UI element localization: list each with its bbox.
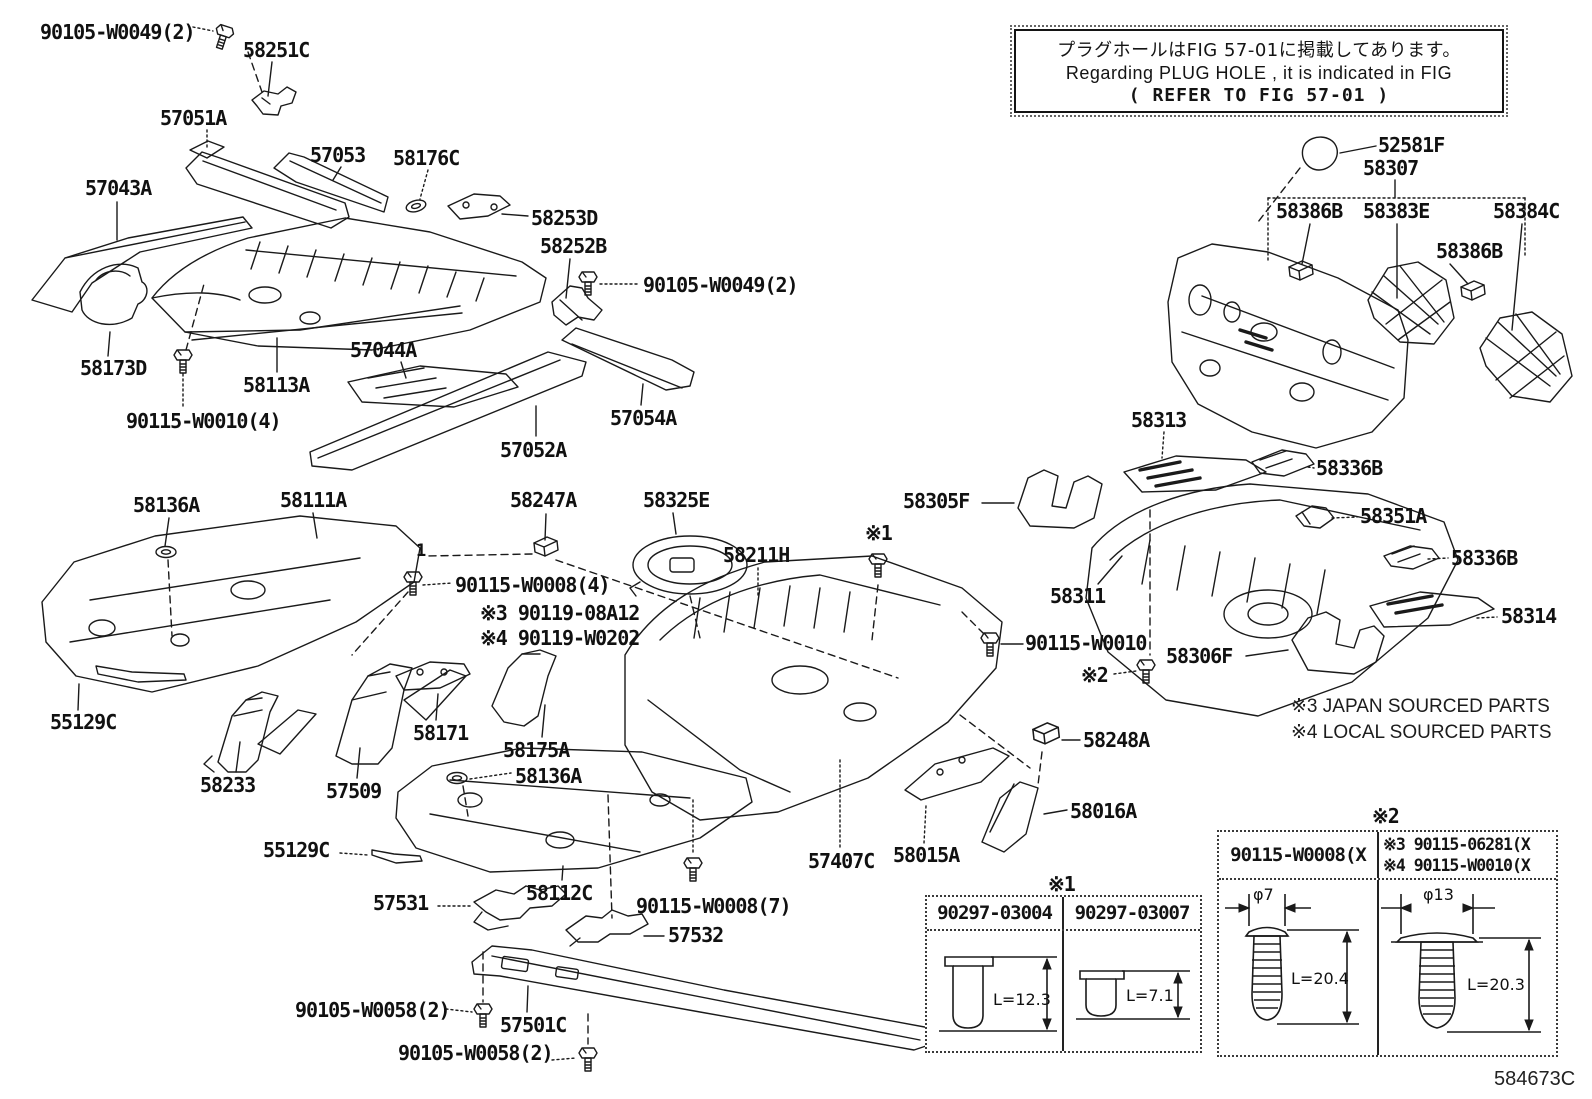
table2-col1-length: L=20.4 <box>1291 969 1349 988</box>
part-label-58211H: 58211H <box>723 543 790 567</box>
table2-col2-drawing: φ13 <box>1379 880 1556 1055</box>
part-label-1: 1 <box>416 541 426 561</box>
table1-col2-drawing: L=7.1 <box>1064 931 1200 1051</box>
part-label-4-90119-W0202: ※4 90119-W0202 <box>480 626 640 650</box>
part-label-57509: 57509 <box>326 779 382 803</box>
table1-col2-length: L=7.1 <box>1126 986 1174 1005</box>
back-panel-drawing <box>1167 136 1573 449</box>
part-label-57044A: 57044A <box>350 338 417 362</box>
part-label-58351A: 58351A <box>1360 504 1427 528</box>
table1-title: ※1 <box>1048 872 1076 896</box>
table1-col1-part: 90297-03004 <box>927 897 1064 929</box>
rear-floor-pan-drawing <box>981 431 1498 717</box>
part-label-58111A: 58111A <box>280 488 347 512</box>
seat-bracket-drawings <box>203 649 557 817</box>
floor-pan-front-lh-drawing <box>41 512 533 711</box>
part-label-58171: 58171 <box>413 721 469 745</box>
part-label-58175A: 58175A <box>503 738 570 762</box>
part-label-90105-W0049-2: 90105-W0049(2) <box>643 273 799 297</box>
table1-col1-drawing: L=12.3 <box>927 931 1064 1051</box>
sourcing-legend: ※3 JAPAN SOURCED PARTS ※4 LOCAL SOURCED … <box>1291 694 1552 746</box>
table2-col1-diameter: φ7 <box>1253 885 1274 904</box>
note-line-japanese: プラグホールはFIG 57-01に掲載してあります。 <box>1057 40 1461 61</box>
part-label-58386B: 58386B <box>1436 239 1503 263</box>
part-label-1: ※1 <box>865 521 893 545</box>
part-label-90115-W0008-4: 90115-W0008(4) <box>455 573 611 597</box>
part-label-58307: 58307 <box>1363 156 1419 180</box>
part-label-58314: 58314 <box>1501 604 1557 628</box>
part-label-58173D: 58173D <box>80 356 147 380</box>
part-label-58176C: 58176C <box>393 146 460 170</box>
part-label-2: ※2 <box>1081 663 1109 687</box>
part-label-58252B: 58252B <box>540 234 607 258</box>
part-label-58112C: 58112C <box>526 881 593 905</box>
table1-col2-part: 90297-03007 <box>1074 902 1191 924</box>
table2-title: ※2 <box>1372 804 1400 828</box>
part-label-58336B: 58336B <box>1316 456 1383 480</box>
part-label-55129C: 55129C <box>263 838 330 862</box>
part-label-58311: 58311 <box>1050 584 1106 608</box>
part-label-58383E: 58383E <box>1363 199 1430 223</box>
part-label-57051A: 57051A <box>160 106 227 130</box>
legend-japan: ※3 JAPAN SOURCED PARTS <box>1291 696 1550 717</box>
part-label-57407C: 57407C <box>808 849 875 873</box>
part-label-58384C: 58384C <box>1493 199 1560 223</box>
table2-col2-length: L=20.3 <box>1467 975 1525 994</box>
part-label-58253D: 58253D <box>531 206 598 230</box>
part-label-52581F: 52581F <box>1378 133 1445 157</box>
part-label-57531: 57531 <box>373 891 429 915</box>
part-label-58251C: 58251C <box>243 38 310 62</box>
front-member-drawings <box>31 22 529 357</box>
note-line-english: Regarding PLUG HOLE , it is indicated in… <box>1065 63 1453 83</box>
part-label-58306F: 58306F <box>1166 644 1233 668</box>
screw-spec-table: 90115-W0008(X ※3 90115-06281(X ※4 90115-… <box>1217 830 1558 1057</box>
table2-col2-diameter: φ13 <box>1423 885 1454 904</box>
part-label-90105-W0058-2: 90105-W0058(2) <box>295 998 451 1022</box>
table2-col2-part-japan: ※3 90115-06281(X <box>1383 835 1531 854</box>
center-floor-pan-drawing <box>533 512 1081 853</box>
front-floor-pan-drawing <box>151 217 695 471</box>
part-label-57043A: 57043A <box>85 176 152 200</box>
part-label-57052A: 57052A <box>500 438 567 462</box>
part-label-3-90119-08A12: ※3 90119-08A12 <box>480 601 640 625</box>
part-label-90115-W0008-7: 90115-W0008(7) <box>636 894 792 918</box>
part-label-57054A: 57054A <box>610 406 677 430</box>
plug-hole-note-box: プラグホールはFIG 57-01に掲載してあります。 Regarding PLU… <box>1010 25 1508 117</box>
part-label-58015A: 58015A <box>893 843 960 867</box>
part-label-90115-W0010-4: 90115-W0010(4) <box>126 409 282 433</box>
part-label-58233: 58233 <box>200 773 256 797</box>
part-label-58325E: 58325E <box>643 488 710 512</box>
part-label-58113A: 58113A <box>243 373 310 397</box>
part-label-55129C: 55129C <box>50 710 117 734</box>
table2-col1-drawing: φ7 <box>1219 880 1379 1055</box>
note-line-reference: ( REFER TO FIG 57-01 ) <box>1128 85 1390 106</box>
part-label-57501C: 57501C <box>500 1013 567 1037</box>
part-label-58305F: 58305F <box>903 489 970 513</box>
part-label-57053: 57053 <box>310 143 366 167</box>
part-label-90105-W0058-2: 90105-W0058(2) <box>398 1041 554 1065</box>
table2-col1-part: 90115-W0008(X <box>1219 832 1379 878</box>
part-label-58247A: 58247A <box>510 488 577 512</box>
clip-spec-table: 90297-03004 90297-03007 L=12.3 <box>925 895 1202 1053</box>
legend-local: ※4 LOCAL SOURCED PARTS <box>1291 722 1552 743</box>
part-label-58136A: 58136A <box>515 764 582 788</box>
table2-col2-part-local: ※4 90115-W0010(X <box>1383 856 1531 875</box>
part-label-57532: 57532 <box>668 923 724 947</box>
part-label-58136A: 58136A <box>133 493 200 517</box>
part-label-58313: 58313 <box>1131 408 1187 432</box>
table2-col2-part: ※3 90115-06281(X ※4 90115-W0010(X <box>1379 832 1556 878</box>
table1-col1-length: L=12.3 <box>993 990 1051 1009</box>
part-label-90105-W0049-2: 90105-W0049(2) <box>40 20 196 44</box>
part-label-58016A: 58016A <box>1070 799 1137 823</box>
figure-code: 584673C <box>1494 1068 1576 1090</box>
part-label-58386B: 58386B <box>1276 199 1343 223</box>
part-label-58248A: 58248A <box>1083 728 1150 752</box>
part-label-90115-W0010: 90115-W0010 <box>1025 631 1147 655</box>
part-label-58336B: 58336B <box>1451 546 1518 570</box>
